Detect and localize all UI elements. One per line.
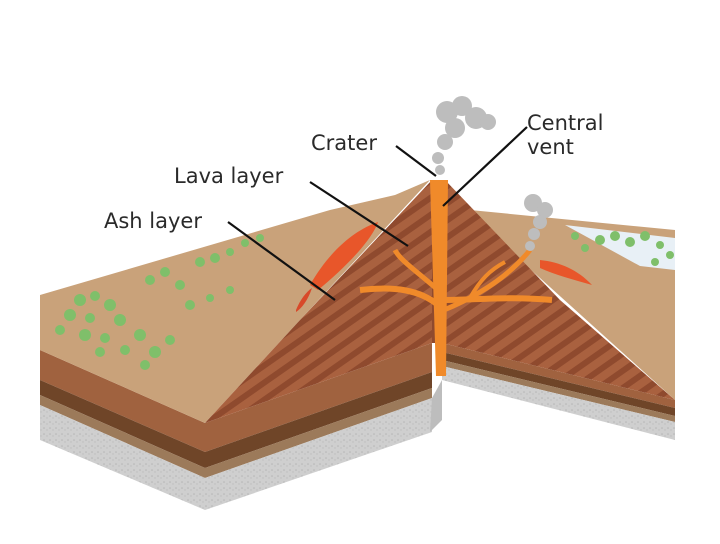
leader-lines: [227, 126, 528, 301]
ash-layer-leader-line: [227, 221, 336, 301]
central-vent-label: Central vent: [527, 111, 603, 159]
central-vent-label-line-2: vent: [527, 135, 574, 159]
lava-layer-label: Lava layer: [174, 164, 284, 188]
ash-layer-label: Ash layer: [104, 209, 202, 233]
crater-leader-line: [395, 145, 437, 177]
left-ground-block: [40, 180, 432, 510]
central-vent: [359, 180, 553, 376]
lava-layer-leader-line: [309, 181, 409, 247]
crater-label: Crater: [311, 131, 377, 155]
lava-flows: [296, 222, 592, 312]
central-vent-label-line-1: Central: [527, 111, 604, 135]
vegetation: [55, 231, 674, 370]
smoke: [432, 96, 553, 251]
central-vent-leader-line: [442, 126, 528, 207]
